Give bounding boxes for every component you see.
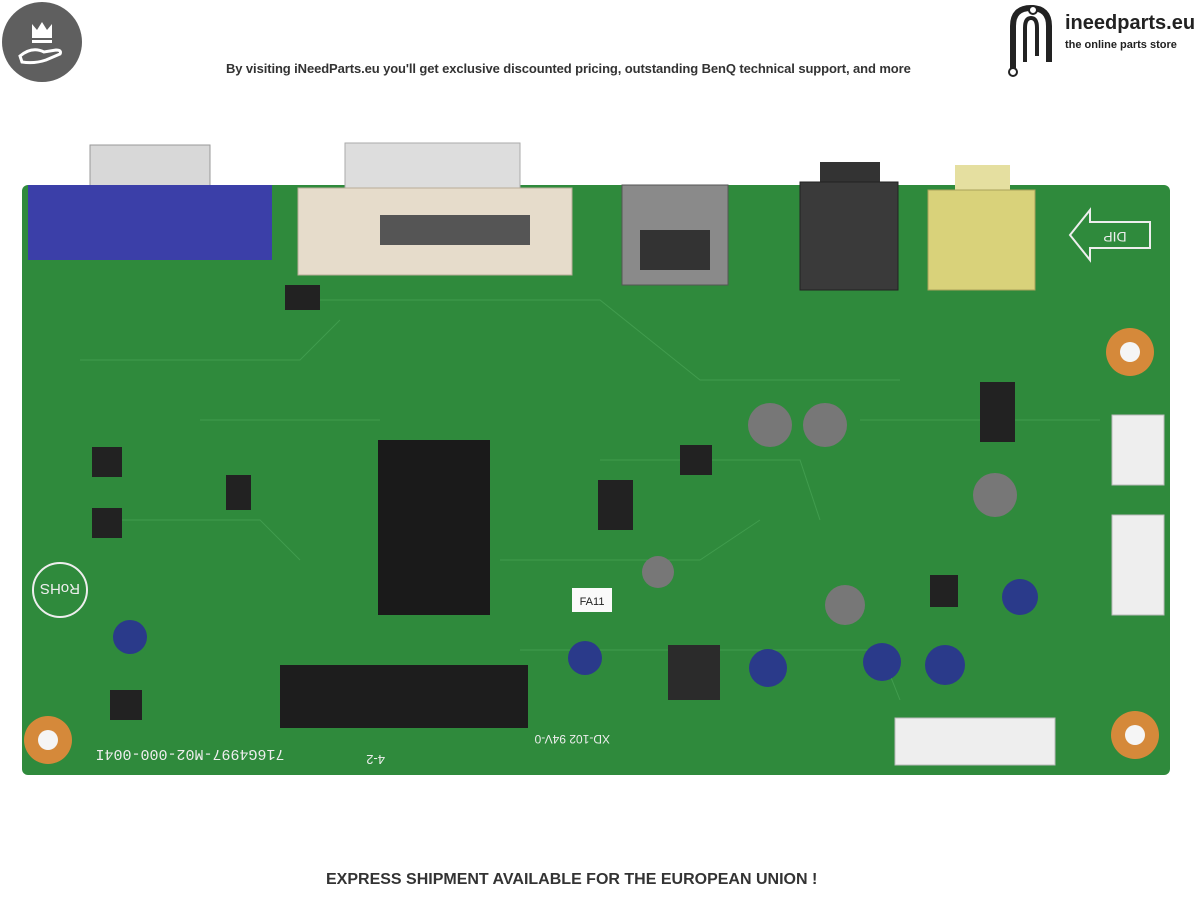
capacitors (113, 403, 1038, 687)
logo-name: ineedparts.eu (1065, 12, 1196, 34)
pcb-board (22, 185, 1170, 775)
dip-text: DIP (1103, 229, 1126, 245)
logo-subtitle: the online parts store (1065, 39, 1177, 51)
dip-arrow-icon (1068, 207, 1151, 263)
heatsink (378, 440, 490, 615)
rating-text: XD-102 94V-0 (534, 732, 610, 746)
part-number-text: 716G4997-M02-000-004I (95, 745, 284, 762)
ic-chips (92, 285, 1015, 720)
dvi-pins (380, 215, 530, 245)
label-sticker (572, 588, 612, 612)
rohs-text: RoHS (40, 580, 80, 597)
vga-shell (89, 144, 211, 191)
lvds-connector (280, 665, 528, 728)
promo-tagline: By visiting iNeedParts.eu you'll get exc… (226, 61, 911, 76)
audio-jack-yellow (927, 189, 1036, 291)
shipping-banner: EXPRESS SHIPMENT AVAILABLE FOR THE EUROP… (326, 871, 818, 888)
crown-hand-icon (2, 2, 82, 82)
header-connector-1 (1111, 414, 1165, 486)
audio-jack-barrel (820, 162, 880, 184)
inductor (668, 645, 720, 700)
audio-line-barrel (955, 165, 1010, 190)
dvi-shell (344, 142, 521, 189)
header-connector-2 (1111, 514, 1165, 616)
sticker-text: FA11 (580, 596, 605, 608)
rev-text: 4-2 (366, 752, 385, 767)
pcb-photo: RoHS 716G4997-M02-000-004I XD-102 94V-0 … (22, 142, 1170, 775)
site-logo[interactable]: ineedparts.eu the online parts store (1003, 2, 1198, 78)
logo-mark-icon (1008, 4, 1052, 77)
header-connector-3 (894, 717, 1056, 766)
audio-jack-black (799, 181, 899, 291)
rohs-mark (32, 562, 88, 618)
vga-connector (28, 185, 272, 260)
